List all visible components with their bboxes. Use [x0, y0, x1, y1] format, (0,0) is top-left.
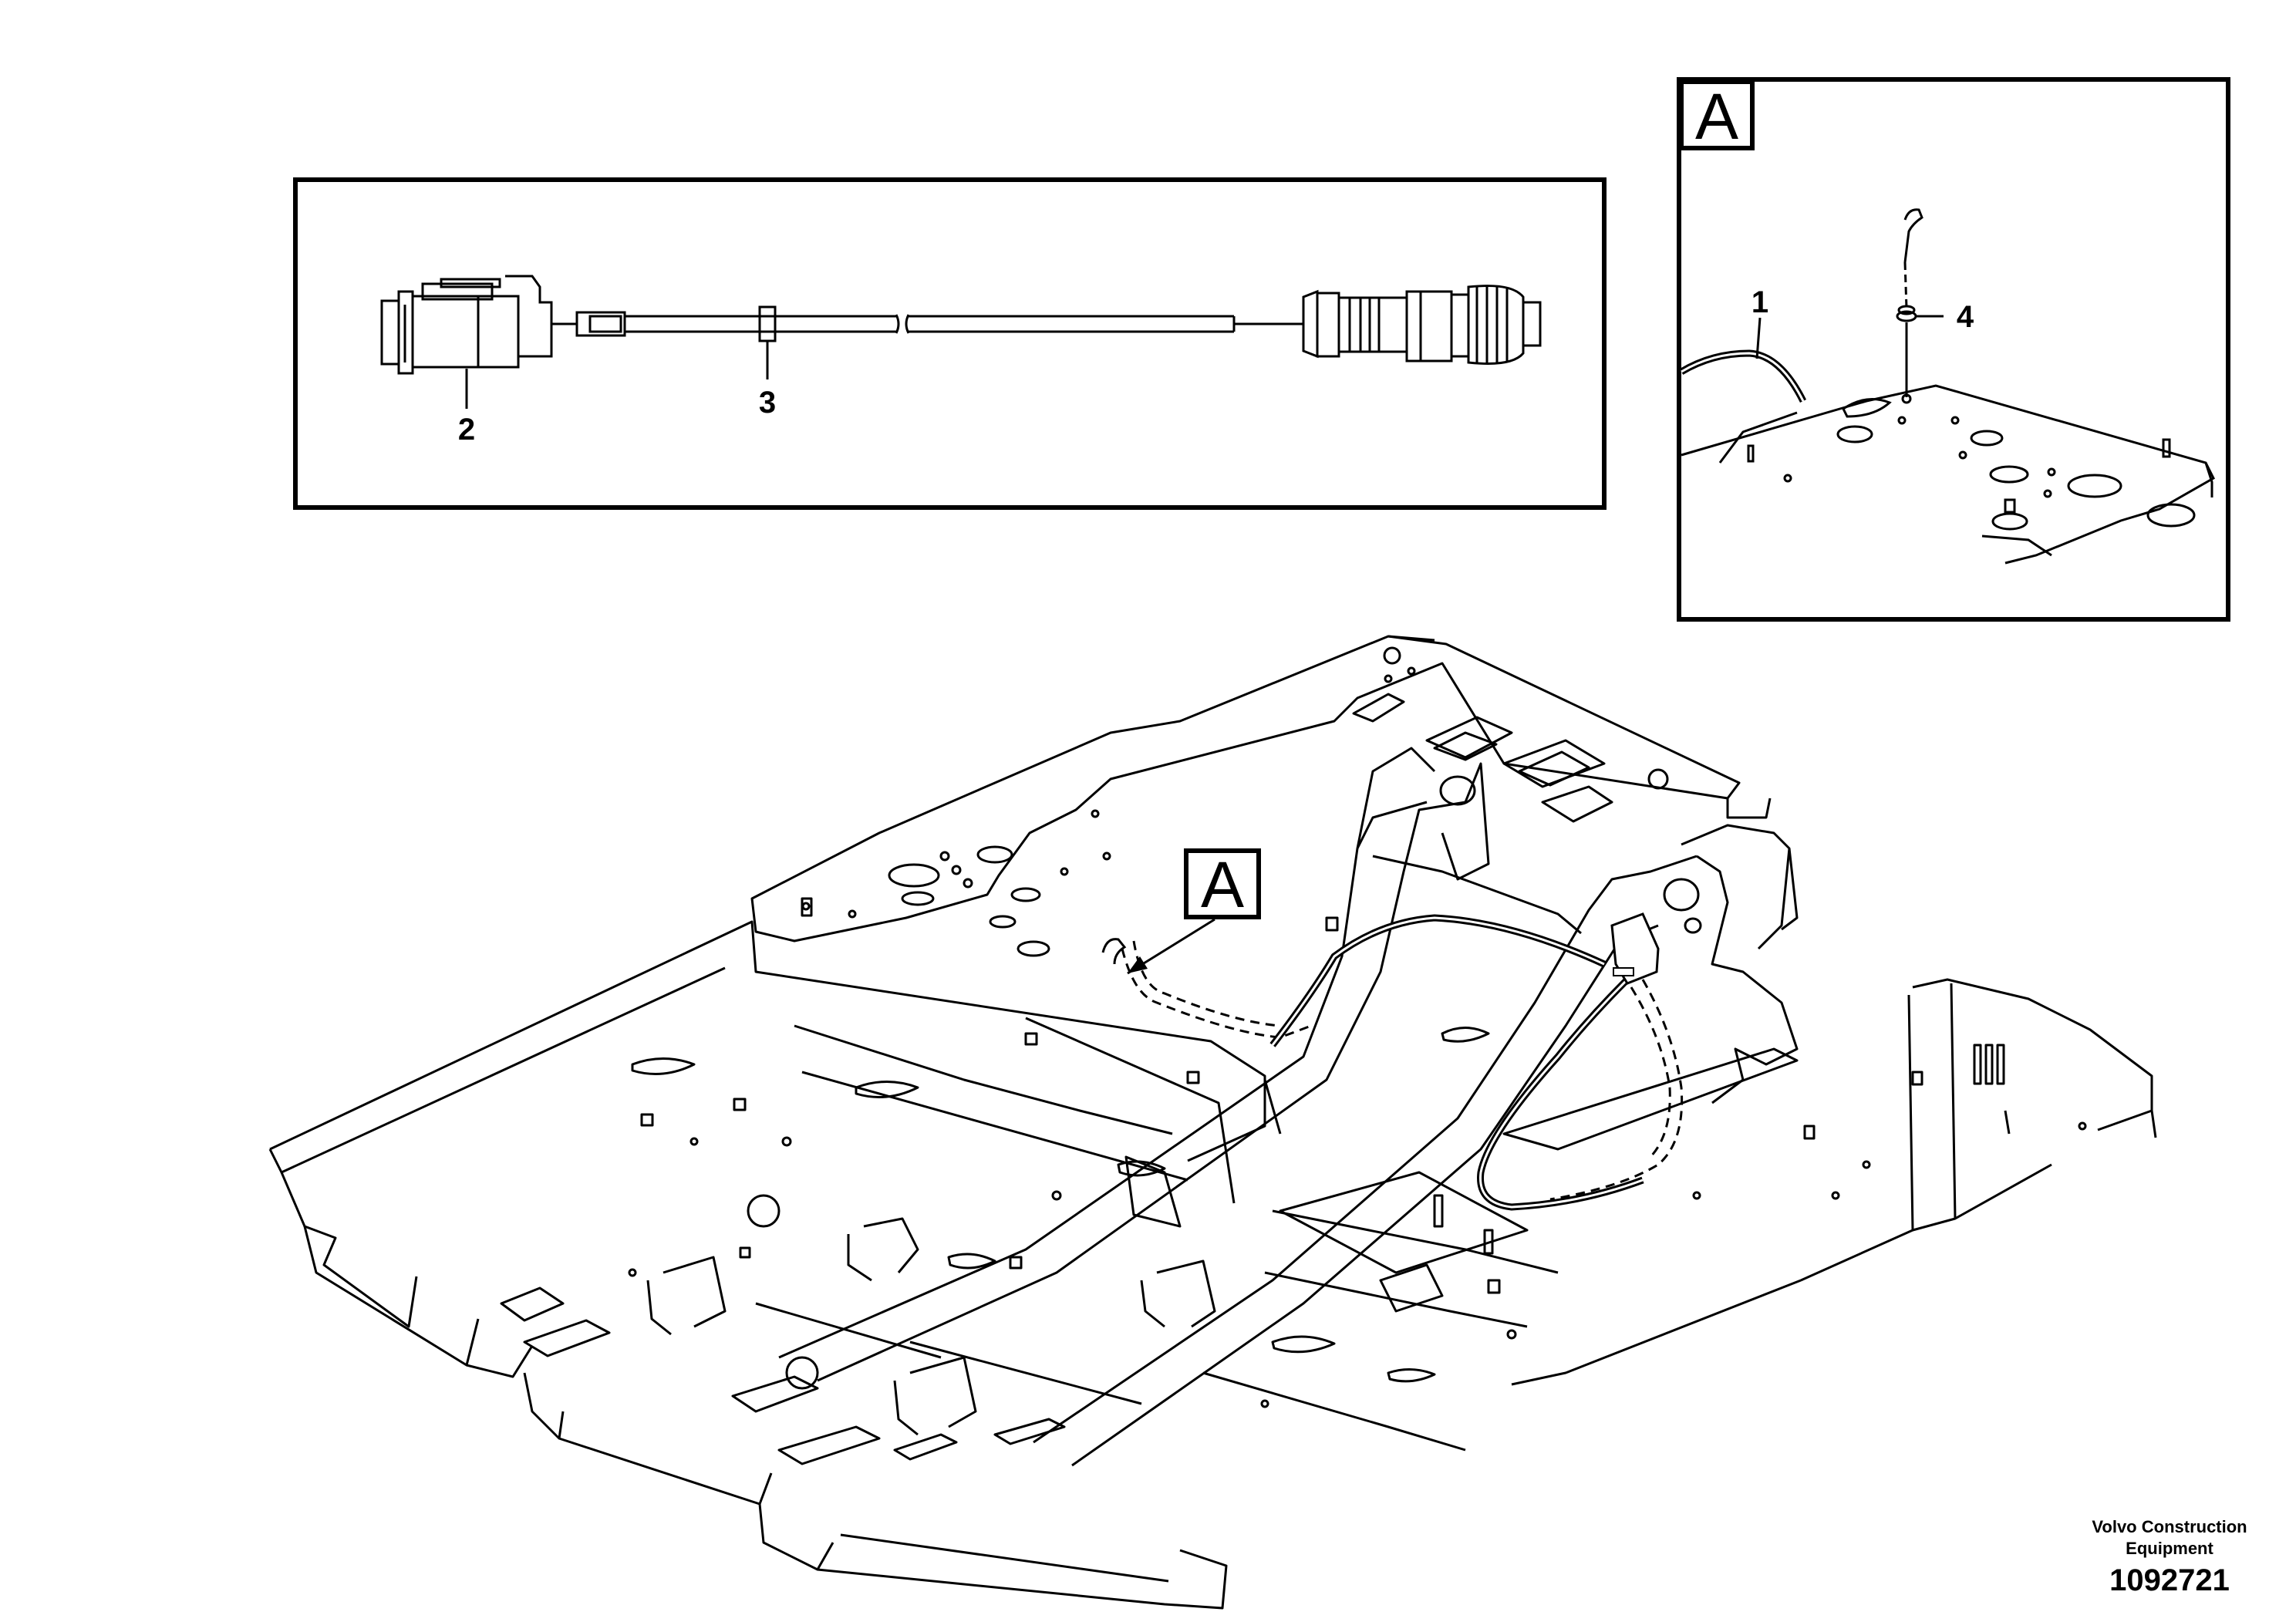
main-view-marker: A: [1127, 848, 1261, 975]
callout-2: 2: [458, 413, 475, 447]
main-frame-drawing: [268, 635, 2157, 1610]
callout-4: 4: [1957, 300, 1974, 334]
view-a-sensor-drawing: [1896, 208, 1923, 404]
footer-brand: Volvo Construction Equipment 1092721: [2092, 1517, 2247, 1597]
view-a-box: A: [1677, 77, 2230, 622]
main-view-marker-label: A: [1201, 848, 1244, 921]
brand-line-1: Volvo Construction: [2092, 1517, 2247, 1536]
callout-1: 1: [1752, 285, 1768, 319]
callout-3: 3: [759, 386, 776, 420]
view-a-label: A: [1695, 80, 1738, 153]
connector-plug-drawing: [380, 275, 553, 375]
main-harness-drawing: [1101, 912, 1684, 1211]
cable-drawing: [551, 305, 1303, 342]
brand-line-2: Equipment: [2126, 1539, 2213, 1558]
view-a-plate-drawing: [1681, 384, 2215, 565]
document-number: 1092721: [2109, 1563, 2230, 1597]
connector-round-drawing: [1302, 285, 1542, 365]
cable-detail-box: 2 3: [293, 177, 1607, 510]
